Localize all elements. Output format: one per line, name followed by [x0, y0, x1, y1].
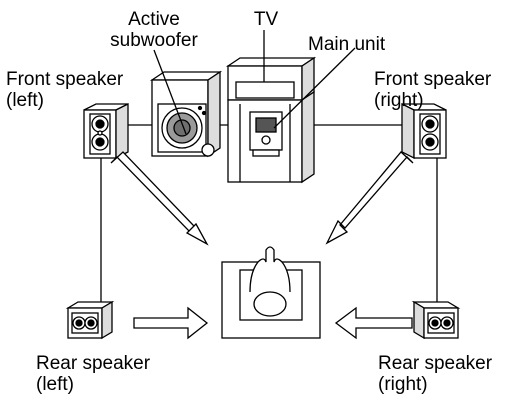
label-main-unit: Main unit [308, 34, 385, 55]
label-front-speaker-right: Front speaker (right) [374, 69, 491, 111]
arrow-rear-right-icon [334, 306, 413, 340]
callout-lines [153, 30, 356, 135]
label-rear-left-line2: (left) [36, 374, 74, 395]
label-rear-speaker-right: Rear speaker (right) [378, 353, 492, 395]
front-speaker-left-icon [83, 102, 129, 160]
label-rear-speaker-left: Rear speaker (left) [36, 353, 150, 395]
label-rear-right-line1: Rear speaker [378, 353, 493, 374]
label-tv: TV [246, 9, 286, 30]
label-front-left-line1: Front speaker [6, 69, 124, 90]
subwoofer-icon [149, 70, 223, 158]
rear-speaker-left-icon [65, 300, 115, 340]
front-speaker-right-icon [401, 102, 447, 160]
label-rear-right-line2: (right) [378, 374, 428, 395]
label-front-left-line2: (left) [6, 90, 44, 111]
label-front-right-line2: (right) [374, 90, 424, 111]
main-unit-icon [249, 111, 283, 157]
listener-chair-icon [221, 246, 321, 339]
label-tv-text: TV [253, 9, 279, 30]
label-front-speaker-left: Front speaker (left) [6, 69, 123, 111]
label-front-right-line1: Front speaker [374, 69, 492, 90]
label-active-line: Active [128, 9, 180, 30]
rear-speaker-right-icon [411, 300, 461, 340]
arrow-front-left-icon [110, 151, 209, 246]
label-main-unit-text: Main unit [308, 34, 386, 55]
label-subwoofer-line: subwoofer [110, 30, 198, 51]
label-active-subwoofer: Active subwoofer [94, 9, 214, 51]
arrow-front-right-icon [325, 151, 414, 245]
label-rear-left-line1: Rear speaker [36, 353, 151, 374]
arrow-rear-left-icon [133, 306, 209, 340]
